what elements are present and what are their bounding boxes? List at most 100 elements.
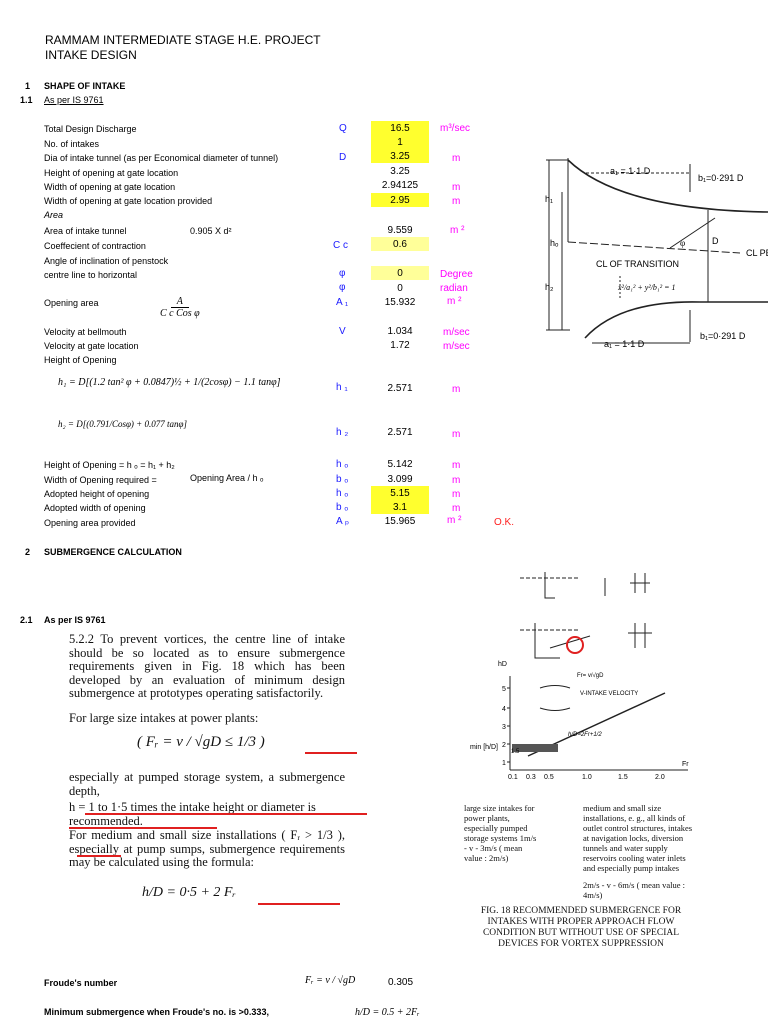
fig-line-label: h/D=2Fr+1/2 [568, 732, 602, 738]
y-tick: 1.5 [511, 749, 520, 755]
row-value: 16.5 [390, 123, 410, 134]
row-unit: m [452, 429, 461, 440]
row-value: 3.1 [393, 502, 407, 513]
row-value: 5.142 [387, 459, 413, 470]
froude-label: Froude's number [44, 978, 118, 988]
row-value: 1.034 [387, 326, 413, 337]
row-label: Velocity at gate location [44, 341, 139, 351]
row-label: Coeffecient of contraction [44, 241, 146, 251]
red-underline [85, 813, 367, 815]
highlight-width [371, 193, 429, 207]
section-number: 1 [25, 81, 31, 91]
clause-paragraph: h = 1 to 1·5 times the intake height or … [69, 800, 316, 828]
subsection-title: As per IS 9761 [44, 615, 106, 625]
row-unit: m [452, 460, 461, 471]
label-ellipse-eq: x²/a₁² + y²/b₁² = 1 [617, 283, 676, 292]
row-value: 15.932 [384, 297, 416, 308]
row-symbol: C c [333, 240, 348, 251]
highlight-input-block [371, 121, 429, 163]
row-unit: m ² [447, 296, 462, 307]
row-symbol: Q [339, 123, 347, 134]
row-symbol: h ₒ [336, 488, 349, 499]
y-tick: 3 [502, 724, 506, 731]
row-unit: m [452, 384, 461, 395]
row-value: 1.72 [390, 340, 410, 351]
highlight-adopted [371, 486, 429, 514]
label-D: D [712, 236, 719, 246]
row-symbol: D [339, 152, 347, 163]
x-tick: 1.5 [618, 774, 628, 781]
row-value: 2.571 [387, 383, 413, 394]
status-ok: O.K. [494, 517, 515, 528]
label-cl-transition: CL OF TRANSITION [596, 259, 679, 269]
row-symbol: V [339, 326, 346, 337]
row-label: Height of Opening = h ₒ = h₁ + h₂ [44, 460, 175, 470]
label-h1: h₁ [545, 194, 553, 204]
row-label: Height of opening at gate location [44, 168, 179, 178]
row-unit: m [452, 489, 461, 500]
row-label: Width of opening at gate location provid… [44, 196, 213, 206]
row-formula: 0.905 X d² [190, 226, 232, 236]
clause-paragraph: For large size intakes at power plants: [69, 711, 259, 725]
clause-paragraph: 5.2.2 To prevent vortices, the centre li… [69, 632, 345, 700]
label-b1-top: b₁=0·291 D [698, 173, 744, 183]
row-label: Adopted width of opening [44, 503, 146, 513]
row-label: Opening area [44, 298, 99, 308]
row-value: 1 [397, 137, 403, 148]
row-unit: m³/sec [440, 123, 470, 134]
row-value: 3.25 [390, 166, 410, 177]
row-symbol: h ₒ [336, 459, 349, 470]
label-a1-top: a₁ = 1·1 D [610, 166, 651, 176]
x-tick: 0.1 [508, 774, 518, 781]
row-value: 2.571 [387, 427, 413, 438]
fig-fr-label: Fr= v/√gD [577, 672, 604, 679]
row-value: 15.965 [384, 516, 416, 527]
fig-caption: FIG. 18 RECOMMENDED SUBMERGENCE FOR INTA… [480, 906, 682, 949]
section-title: SUBMERGENCE CALCULATION [44, 547, 182, 557]
red-underline [305, 752, 357, 754]
row-label: Width of opening at gate location [44, 182, 176, 192]
row-value: 2.94125 [381, 180, 419, 191]
row-unit: radian [440, 283, 468, 294]
froude-formula: Fᵣ = v / √gD [305, 975, 356, 986]
label-ho: hₒ [550, 238, 559, 248]
row-unit: m [452, 182, 461, 193]
y-tick: 1 [502, 760, 506, 767]
row-symbol: h ₂ [336, 427, 349, 438]
row-value: 0 [397, 268, 403, 279]
label-h2: h₂ [545, 282, 554, 292]
row-unit: m ² [450, 225, 465, 236]
subsection-title: As per IS 9761 [44, 95, 104, 105]
froude-value: 0.305 [388, 977, 414, 988]
row-label: Adopted height of opening [44, 489, 150, 499]
row-symbol: φ [339, 282, 346, 293]
row-unit: m/sec [443, 327, 470, 338]
fig-note-left: large size intakes for power plants, esp… [464, 803, 537, 863]
row-unit: m [452, 503, 461, 514]
label-b1-bottom: b₁=0·291 D [700, 331, 746, 341]
x-tick: 2.0 [655, 774, 665, 781]
row-label: Width of Opening required = [44, 475, 157, 485]
h2-formula: h₂ = D[(0.791/Cosφ) + 0.077 tanφ] [58, 419, 187, 429]
row-unit: m/sec [443, 341, 470, 352]
y-tick: 2 [502, 742, 506, 749]
frac-numerator: A [170, 296, 189, 308]
row-symbol: φ [339, 268, 346, 279]
row-value: 5.15 [390, 488, 410, 499]
fig-note-right: medium and small size installations, e. … [583, 803, 693, 873]
highlight-angle [371, 266, 429, 280]
y-tick: 5 [502, 686, 506, 693]
frac-denominator: C c Cos φ [160, 308, 200, 319]
row-formula: Opening Area / h ₒ [190, 473, 264, 483]
section-title: SHAPE OF INTAKE [44, 81, 126, 91]
subsection-number: 2.1 [20, 615, 33, 625]
section-number: 2 [25, 547, 31, 557]
row-value: 3.25 [390, 151, 410, 162]
min-submergence-label: Minimum submergence when Froude's no. is… [44, 1007, 269, 1017]
fig-xlabel: Fr [682, 761, 689, 768]
fig-ylabel: min [h/D] [470, 744, 498, 751]
label-phi: φ [680, 238, 685, 248]
fig18-diagram: hD Fr= v/√gD V-INTAKE VELOCITY min [h/D]… [460, 568, 700, 788]
label-cl-pen: CL PEN [746, 248, 768, 258]
red-circle-marker [566, 636, 584, 654]
